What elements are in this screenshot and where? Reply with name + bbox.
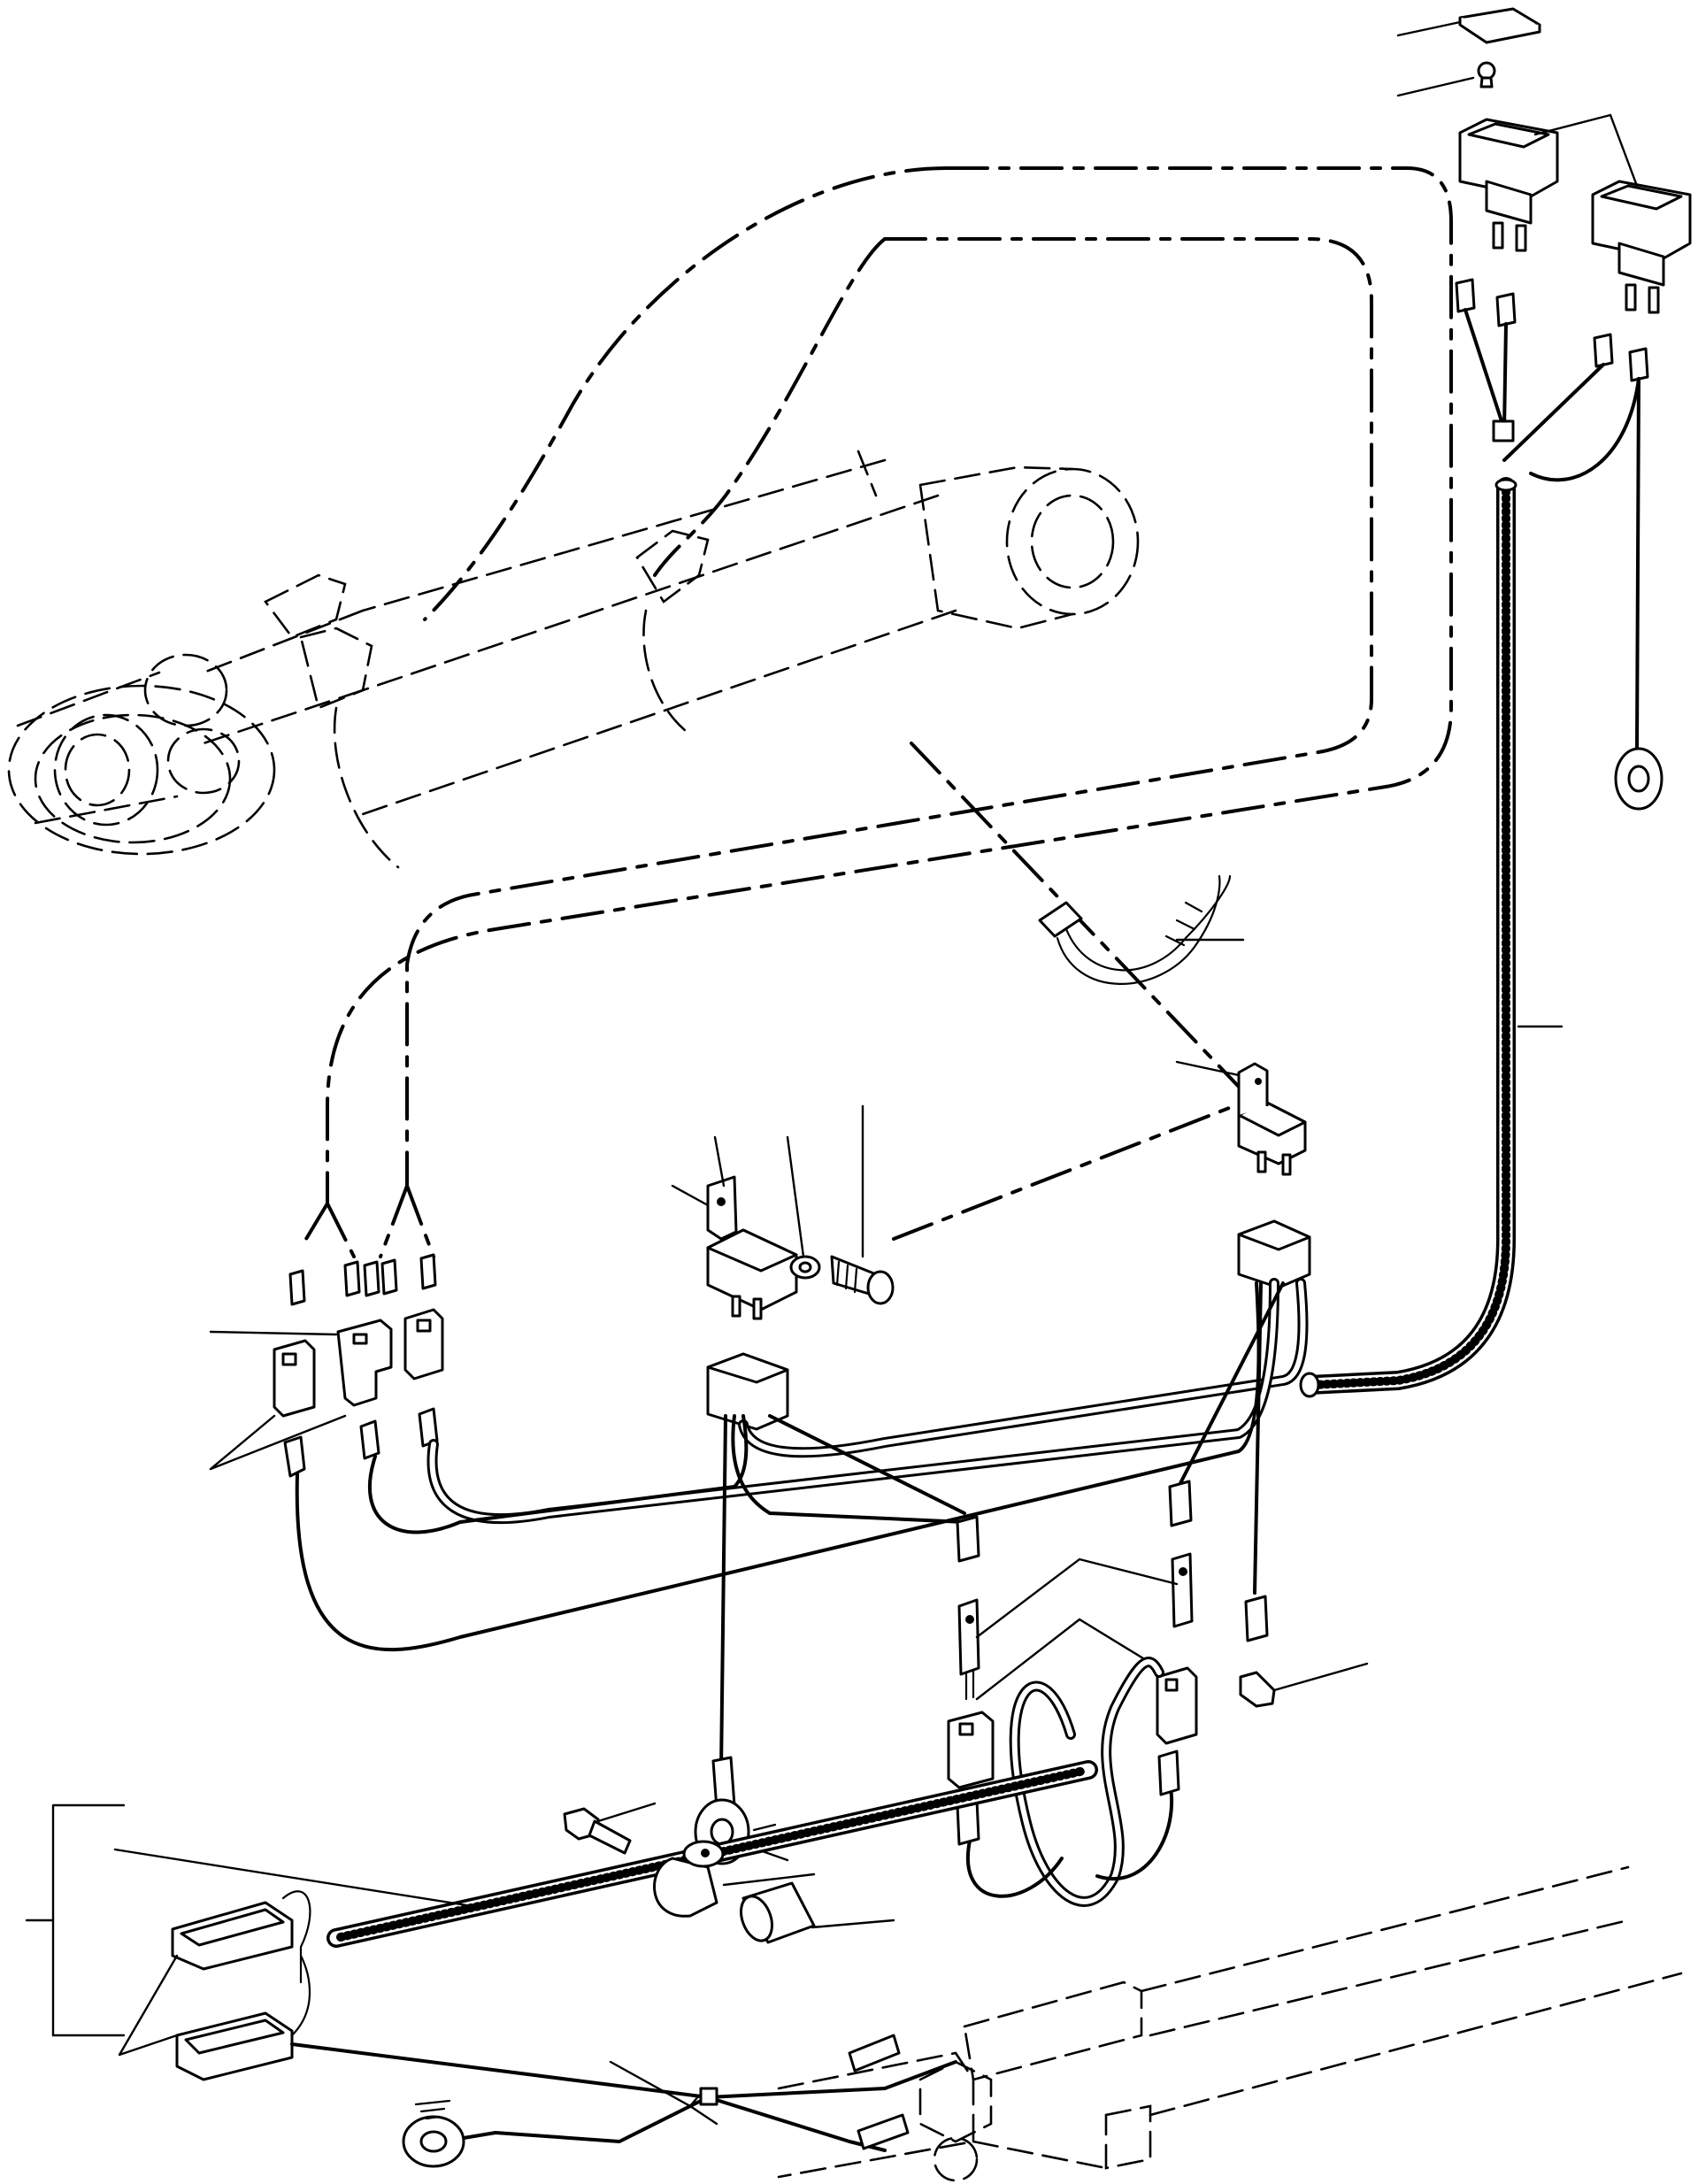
- rocker-switch-icon: [1458, 118, 1692, 314]
- harness-connector-icon: [171, 1890, 311, 2081]
- mounting-bracket-icon: [706, 1175, 738, 1241]
- harness-routing-path: [299, 166, 1453, 1258]
- relay-socket-icon: [706, 1219, 1311, 1431]
- blade-terminal-icon-row: [288, 1253, 437, 1306]
- switch-lamp-icon: [1477, 61, 1496, 88]
- connector-housing-icon: [273, 1308, 444, 1418]
- rocker-switch-cap-icon: [1458, 7, 1541, 44]
- p-clamp-icon: [653, 1840, 725, 1918]
- relay-icon-center: [706, 1228, 798, 1320]
- bolt-icon: [563, 1807, 632, 1855]
- ring-terminal-icon: [1614, 747, 1663, 811]
- ground-symbol-icon-bottom: [414, 2099, 451, 2120]
- connector-housing-icon-lower: [947, 1666, 1198, 1789]
- cable-tie-icon: [1038, 874, 1232, 985]
- relay-icon: [1237, 1062, 1307, 1176]
- ground-terminal-icon: [1239, 1671, 1276, 1708]
- wiring-harness-icon: [1299, 477, 1517, 1398]
- blade-terminal-icon: [1455, 278, 1649, 382]
- blade-terminal-icon-mid: [956, 1480, 1269, 1642]
- washer-icon: [789, 1255, 821, 1280]
- diode-icon: [957, 1552, 1194, 1701]
- screw-icon: [830, 1255, 895, 1305]
- capacitor-icon: [740, 1881, 816, 1944]
- blade-terminal-icon-lower: [283, 1407, 439, 1478]
- valve-block-icon: [777, 1865, 1683, 2182]
- blade-terminal-icon-valve: [848, 2034, 910, 2150]
- blade-terminal-icon-bottom: [956, 1750, 1180, 1846]
- wire-bundle: [295, 1278, 1309, 1772]
- hydraulic-cylinder-icon: [7, 450, 1140, 869]
- ring-terminal-icon-bottom: [402, 2115, 465, 2168]
- lower-wires: [290, 2042, 957, 2152]
